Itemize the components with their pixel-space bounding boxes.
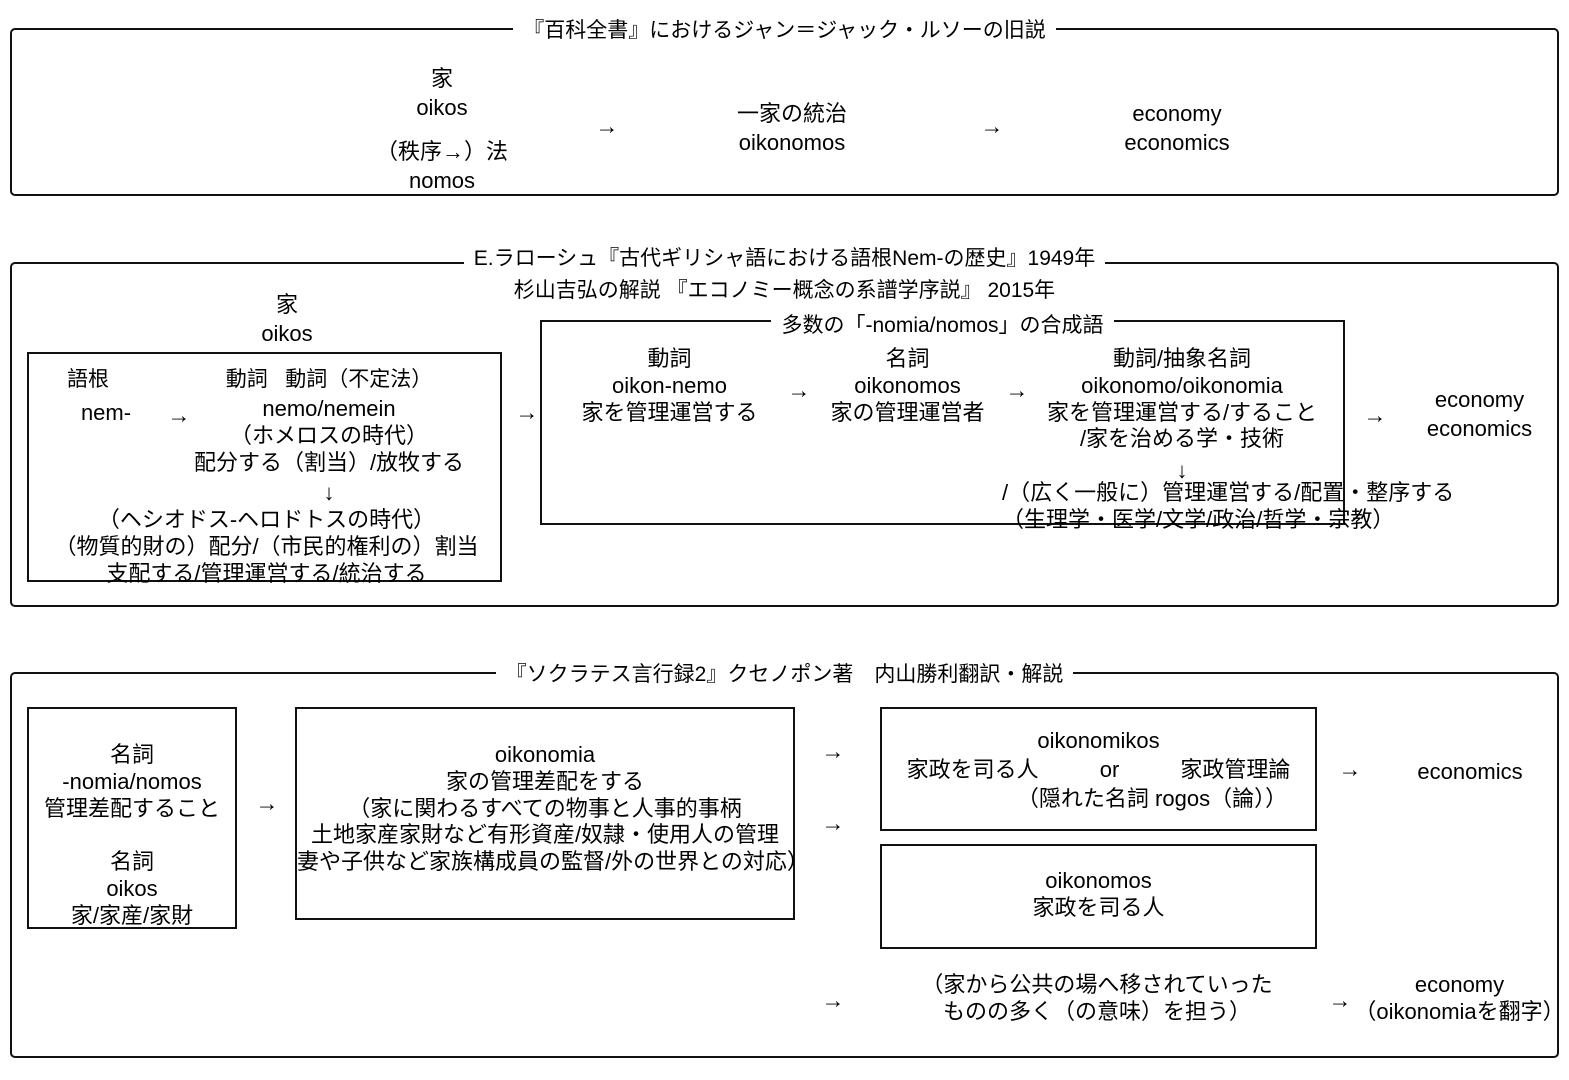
xenophon-mid-box-text: oikonomia 家の管理差配をする （家に関わるすべての物事と人事的事柄 土… (297, 742, 809, 875)
xenophon-public-note: （家から公共の場へ移されていった ものの多く（の意味）を担う） (921, 972, 1273, 1024)
rousseau-node-oikonomos: 一家の統治 oikonomos (736, 101, 847, 155)
rousseau-arrow-1: → (595, 113, 619, 139)
section-laroche-title-line2-wrap: 杉山吉弘の解説 『エコノミー概念の系譜学序説』 2015年 (12, 274, 1557, 304)
section-rousseau-title: 『百科全書』におけるジャン＝ジャック・ルソーの旧説 (513, 17, 1056, 44)
xenophon-mid-box: oikonomia 家の管理差配をする （家に関わるすべての物事と人事的事柄 土… (295, 707, 809, 920)
section-rousseau-frame: 『百科全書』におけるジャン＝ジャック・ルソーの旧説 家 oikos （秩序→）法… (10, 17, 1559, 196)
laroche-oikos-label: 家 oikos (261, 292, 313, 346)
section-laroche-frame: E.ラローシュ『古代ギリシャ語における語根Nem-の歴史』1949年 杉山吉弘の… (10, 246, 1559, 607)
laroche-compound-box: 多数の「-nomia/nomos」の合成語 動詞 oikon-nemo 家を管理… (540, 309, 1454, 532)
compound-col2: 名詞 oikonomos 家の管理運営者 (830, 346, 985, 425)
compound-col3-down-arrow: ↓ (1176, 458, 1188, 483)
section-xenophon-title-wrap: 『ソクラテス言行録2』クセノポン著 内山勝利翻訳・解説 (12, 661, 1557, 688)
xenophon-arrow-to-economy: → (1328, 987, 1352, 1013)
laroche-result-economy: economy economics (1426, 387, 1533, 441)
xenophon-oikonomos-box: oikonomos 家政を司る人 (880, 844, 1317, 949)
compound-col1: 動詞 oikon-nemo 家を管理運営する (581, 346, 758, 425)
compound-box-title: 多数の「-nomia/nomos」の合成語 (771, 309, 1114, 340)
xenophon-oikonomos-text: oikonomos 家政を司る人 (1032, 868, 1165, 920)
compound-box-title-wrap: 多数の「-nomia/nomos」の合成語 (542, 309, 1343, 340)
root-box-down-arrow: ↓ (323, 480, 335, 505)
laroche-arrow-to-result: → (1363, 402, 1387, 428)
xenophon-left-box: 名詞 -nomia/nomos 管理差配すること 名詞 oikos 家/家産/家… (27, 707, 237, 929)
compound-col3-extended: /（広く一般に）管理運営する/配置・整序する （生理学・医学/文学/政治/哲学・… (1002, 480, 1455, 532)
xenophon-arrow-mid-to-last: → (821, 987, 845, 1013)
laroche-root-box: 語根 動詞 動詞（不定法） nem- → nemo/nemein （ホメロスの時… (27, 352, 502, 586)
xenophon-economics: economics (1417, 759, 1523, 784)
rousseau-node-economy: economy economics (1124, 101, 1230, 155)
rousseau-arrow-2: → (980, 113, 1004, 139)
xenophon-arrow-mid-to-top: → (821, 738, 845, 764)
root-box-later-meanings: （ヘシオドス-ヘロドトスの時代） （物質的財の）配分/（市民的権利の）割当 支配… (54, 507, 479, 586)
xenophon-left-box-text: 名詞 -nomia/nomos 管理差配すること 名詞 oikos 家/家産/家… (43, 742, 220, 928)
xenophon-arrow-top-to-econ: → (1338, 756, 1362, 782)
compound-col3: 動詞/抽象名詞 oikonomo/oikonomia 家を管理運営する/すること… (1046, 346, 1318, 452)
oikonomikos-line3: （隠れた名詞 rogos（論）） (1016, 786, 1288, 811)
rousseau-node-nomos: （秩序→）法 nomos (375, 139, 508, 193)
root-box-root: nem- (80, 400, 132, 425)
section-laroche-title-line1: E.ラローシュ『古代ギリシャ語における語根Nem-の歴史』1949年 (463, 246, 1106, 273)
compound-arrow-1: → (787, 377, 811, 403)
rousseau-node-oikos: 家 oikos (416, 66, 468, 120)
section-laroche-title-wrap: E.ラローシュ『古代ギリシャ語における語根Nem-の歴史』1949年 (12, 246, 1557, 273)
xenophon-arrow-left-to-mid: → (255, 790, 279, 816)
section-rousseau-title-wrap: 『百科全書』におけるジャン＝ジャック・ルソーの旧説 (12, 17, 1557, 44)
xenophon-oikonomikos-box: oikonomikos 家政を司る人 or 家政管理論 （隠れた名詞 rogos… (880, 707, 1317, 831)
oikonomikos-line1: oikonomikos (1037, 728, 1160, 753)
root-box-verb-forms: nemo/nemein （ホメロスの時代） 配分する（割当）/放牧する (193, 396, 465, 475)
section-laroche-title-line2: 杉山吉弘の解説 『エコノミー概念の系譜学序説』 2015年 (503, 274, 1066, 304)
root-box-arrow: → (167, 402, 191, 428)
laroche-arrow-root-to-compound: → (515, 399, 539, 425)
xenophon-economy: economy （oikonomiaを翻字） (1354, 972, 1565, 1024)
root-box-headers: 語根 動詞 動詞（不定法） (67, 368, 433, 391)
compound-arrow-2: → (1005, 377, 1029, 403)
section-xenophon-frame: 『ソクラテス言行録2』クセノポン著 内山勝利翻訳・解説 名詞 -nomia/no… (10, 661, 1565, 1058)
xenophon-arrow-mid-to-bottom: → (821, 810, 845, 836)
oikonomikos-line2: 家政を司る人 or 家政管理論 (906, 757, 1291, 782)
section-xenophon-title: 『ソクラテス言行録2』クセノポン著 内山勝利翻訳・解説 (495, 661, 1074, 688)
